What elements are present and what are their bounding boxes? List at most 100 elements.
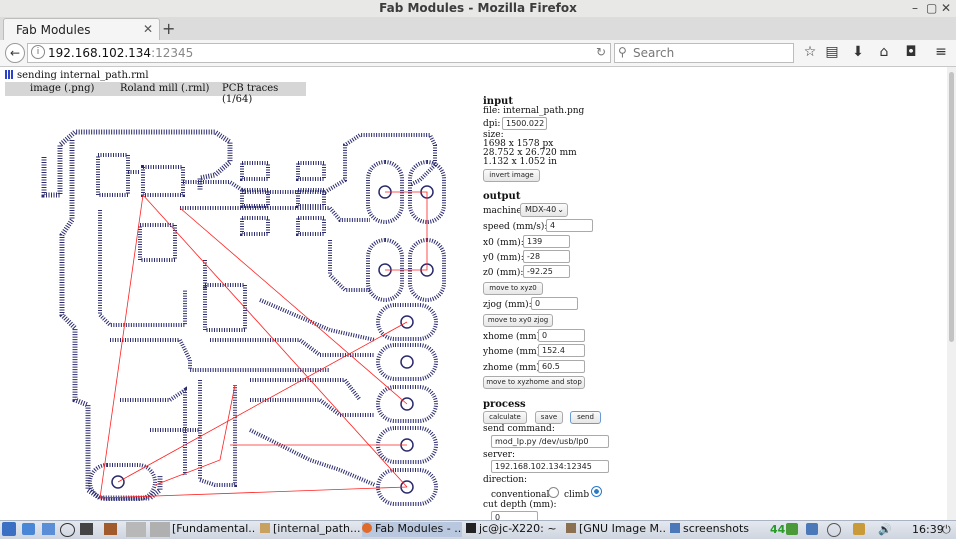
input-header: input bbox=[483, 96, 513, 107]
zjog-input[interactable]: 0 bbox=[531, 297, 578, 310]
close-tab-icon[interactable]: ✕ bbox=[142, 22, 153, 36]
calculate-button[interactable]: calculate bbox=[483, 411, 527, 424]
chevron-down-icon: ⌄ bbox=[557, 205, 564, 214]
tab-title: Fab Modules bbox=[16, 23, 91, 37]
minimize-icon[interactable]: – bbox=[912, 1, 918, 15]
maximize-icon[interactable]: ▢ bbox=[926, 1, 938, 15]
send-button[interactable]: send bbox=[570, 411, 601, 424]
reload-icon[interactable]: ↻ bbox=[595, 45, 606, 59]
terminal-launcher-icon[interactable] bbox=[80, 523, 93, 535]
z0-input[interactable]: -92.25 bbox=[523, 265, 570, 278]
dpi-label: dpi: bbox=[483, 119, 501, 129]
move-to-xyzhome-button[interactable]: move to xyzhome and stop bbox=[483, 376, 585, 389]
battery-icon[interactable] bbox=[786, 523, 798, 535]
send-status: sending internal_path.rml bbox=[5, 70, 149, 81]
move-to-xyz0-button[interactable]: move to xyz0 bbox=[483, 282, 543, 295]
rapid-moves bbox=[99, 191, 428, 499]
speed-label: speed (mm/s): bbox=[483, 222, 548, 232]
toolpath-preview bbox=[41, 129, 446, 506]
server-label: server: bbox=[483, 450, 515, 460]
desktop-icon[interactable] bbox=[22, 523, 35, 535]
gimp-task-icon bbox=[260, 523, 270, 533]
start-menu-icon[interactable] bbox=[2, 522, 16, 536]
size-label: size: bbox=[483, 130, 504, 140]
xhome-input[interactable]: 0 bbox=[538, 329, 585, 342]
control-panel: input file: internal_path.png dpi: 1500.… bbox=[483, 96, 943, 524]
home-icon[interactable]: ⌂ bbox=[879, 44, 889, 60]
invert-image-button[interactable]: invert image bbox=[483, 169, 540, 182]
view-tab-rml[interactable]: Roland mill (.rml) bbox=[120, 83, 210, 94]
task-internal-path[interactable]: [internal_path.... bbox=[260, 522, 360, 537]
conventional-radio[interactable] bbox=[548, 487, 559, 498]
back-arrow-icon[interactable]: ← bbox=[5, 43, 25, 63]
process-header: process bbox=[483, 399, 526, 410]
close-window-icon[interactable]: ✕ bbox=[941, 1, 952, 15]
reading-list-icon[interactable]: ▤ bbox=[825, 44, 839, 60]
machine-select[interactable]: MDX-40⌄ bbox=[520, 203, 568, 217]
yhome-label: yhome (mm): bbox=[483, 347, 544, 357]
send-command-input[interactable]: mod_lp.py /dev/usb/lp0 bbox=[491, 435, 609, 448]
zhome-label: zhome (mm): bbox=[483, 363, 543, 373]
tray-app-icon[interactable] bbox=[853, 523, 865, 535]
size-px: 1698 x 1578 px bbox=[483, 139, 554, 149]
task-fab-modules[interactable]: Fab Modules - ... bbox=[362, 522, 462, 537]
new-tab-icon[interactable]: + bbox=[162, 19, 176, 38]
y0-label: y0 (mm): bbox=[483, 253, 524, 263]
search-placeholder: Search bbox=[633, 46, 675, 60]
speed-input[interactable]: 4 bbox=[546, 219, 593, 232]
browser-launcher-icon[interactable] bbox=[60, 523, 75, 537]
browser-tab[interactable]: Fab Modules ✕ bbox=[3, 18, 160, 41]
url-bar[interactable]: i 192.168.102.134:12345 ↻ bbox=[27, 43, 611, 63]
volume-icon[interactable]: 🔊 bbox=[878, 523, 892, 536]
network-icon[interactable] bbox=[806, 523, 818, 535]
gimp-task-icon-2 bbox=[566, 523, 576, 533]
window-title: Fab Modules - Mozilla Firefox bbox=[379, 1, 577, 15]
file-manager-icon[interactable] bbox=[42, 523, 55, 535]
view-tab-image[interactable]: image (.png) bbox=[30, 83, 95, 94]
url-text: 192.168.102.134:12345 bbox=[48, 46, 194, 60]
firefox-task-icon bbox=[362, 523, 372, 533]
site-info-icon[interactable]: i bbox=[31, 45, 45, 59]
dpi-input[interactable]: 1500.022 bbox=[502, 117, 547, 130]
x0-input[interactable]: 139 bbox=[523, 235, 570, 248]
yhome-input[interactable]: 152.4 bbox=[538, 344, 585, 357]
terminal-task-icon bbox=[466, 523, 476, 533]
task-screenshots[interactable]: screenshots bbox=[670, 522, 766, 537]
toolpath-traces bbox=[41, 129, 446, 506]
scrollbar-thumb[interactable] bbox=[949, 72, 954, 342]
window-titlebar: Fab Modules - Mozilla Firefox – ▢ ✕ bbox=[0, 0, 956, 18]
status-grid-icon bbox=[5, 70, 14, 79]
task-terminal[interactable]: jc@jc-X220: ~ bbox=[466, 522, 562, 537]
y0-input[interactable]: -28 bbox=[523, 250, 570, 263]
task-gimp[interactable]: [GNU Image M... bbox=[566, 522, 666, 537]
view-tab-pcb[interactable]: PCB traces (1/64) bbox=[222, 83, 279, 105]
save-button[interactable]: save bbox=[535, 411, 563, 424]
clock-tray-icon[interactable] bbox=[827, 523, 841, 537]
downloads-icon[interactable]: ⬇ bbox=[852, 44, 864, 60]
conventional-label: conventional bbox=[491, 490, 550, 500]
size-mm: 28.752 x 26.720 mm bbox=[483, 148, 577, 158]
send-command-label: send command: bbox=[483, 424, 555, 434]
bookmark-star-icon[interactable]: ☆ bbox=[803, 44, 817, 60]
direction-label: direction: bbox=[483, 475, 528, 485]
app-launcher-icon[interactable] bbox=[104, 523, 117, 535]
taskbar bbox=[0, 520, 956, 539]
z0-label: z0 (mm): bbox=[483, 268, 524, 278]
search-input[interactable]: ⚲ Search bbox=[614, 43, 794, 63]
pocket-icon[interactable]: ◘ bbox=[905, 44, 917, 60]
move-to-xy0-zjog-button[interactable]: move to xy0 zjog bbox=[483, 314, 553, 327]
task-fundamental[interactable]: [Fundamental... bbox=[172, 522, 256, 535]
zjog-label: zjog (mm): bbox=[483, 300, 532, 310]
workspace-icon-2[interactable] bbox=[150, 522, 170, 537]
zhome-input[interactable]: 60.5 bbox=[538, 360, 585, 373]
power-icon[interactable]: ⏻ bbox=[942, 523, 951, 536]
machine-label: machine bbox=[483, 206, 522, 216]
x0-label: x0 (mm): bbox=[483, 238, 524, 248]
tab-bar bbox=[0, 17, 956, 40]
xhome-label: xhome (mm): bbox=[483, 332, 544, 342]
size-in: 1.132 x 1.052 in bbox=[483, 157, 557, 167]
climb-radio[interactable] bbox=[591, 486, 602, 497]
menu-hamburger-icon[interactable]: ≡ bbox=[935, 44, 947, 60]
server-input[interactable]: 192.168.102.134:12345 bbox=[491, 460, 609, 473]
workspace-icon[interactable] bbox=[126, 522, 146, 537]
